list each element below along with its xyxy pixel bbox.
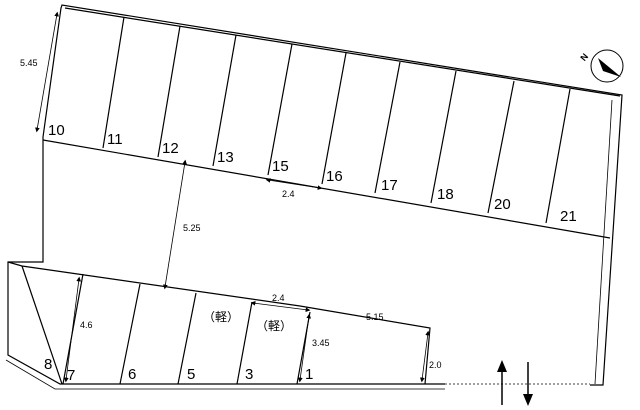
dim-lower-depth-line: [63, 276, 82, 383]
dim-angled-depth: 3.45: [312, 338, 330, 348]
bay-number: 17: [381, 177, 398, 194]
site-boundary-inner: [5, 359, 445, 390]
dim-end-height-line: [419, 330, 431, 383]
entrance-exit-arrows: [445, 360, 590, 406]
dim-aisle-line: [163, 159, 187, 290]
bay-number: 13: [217, 149, 234, 166]
dim-aisle-width: 5.25: [183, 223, 201, 233]
bay-number: 16: [326, 168, 343, 185]
site-boundary: [7, 4, 623, 386]
north-compass-icon: N: [578, 49, 624, 83]
bay-number: 5: [187, 366, 195, 383]
bay-number: 15: [272, 158, 289, 175]
upper-row-back: [64, 7, 621, 97]
dim-upper-width: 2.4: [282, 189, 295, 199]
lower-bay-numbers: 8 7 6 5 3 1: [44, 356, 313, 384]
dim-lower-width: 2.4: [272, 293, 285, 303]
bay-number: 21: [560, 208, 577, 225]
dim-lower-width-line: [250, 300, 311, 313]
upper-bay-numbers: 10 11 12 13 15 16 17 18 20 21: [48, 122, 577, 225]
bay-number: 10: [48, 122, 65, 139]
bay-number: 1: [305, 366, 313, 383]
upper-row-front: [42, 139, 611, 239]
bay-number: 8: [44, 356, 52, 373]
dim-end-height: 2.0: [429, 360, 442, 370]
upper-stall-dividers: [102, 16, 571, 224]
dim-lower-depth: 4.6: [80, 320, 93, 330]
dim-upper-depth: 5.45: [20, 58, 38, 68]
dim-upper-width-line: [265, 177, 323, 191]
dim-upper-depth-line: [35, 11, 59, 133]
bay-number: 12: [162, 140, 179, 157]
dim-angled-depth-line: [297, 313, 312, 383]
bay-number: 11: [107, 131, 123, 148]
north-label: N: [578, 52, 590, 63]
boundary-right-inner: [594, 99, 613, 385]
dim-wall-length: 5.15: [366, 312, 384, 322]
bay-number: 18: [437, 186, 454, 203]
bay-number: 20: [494, 196, 511, 213]
bay-number: 7: [67, 367, 75, 384]
bay-number: 6: [128, 366, 136, 383]
kei-car-label: （軽）: [203, 310, 239, 324]
bay-number: 3: [245, 366, 253, 383]
kei-car-label: （軽）: [256, 319, 292, 333]
